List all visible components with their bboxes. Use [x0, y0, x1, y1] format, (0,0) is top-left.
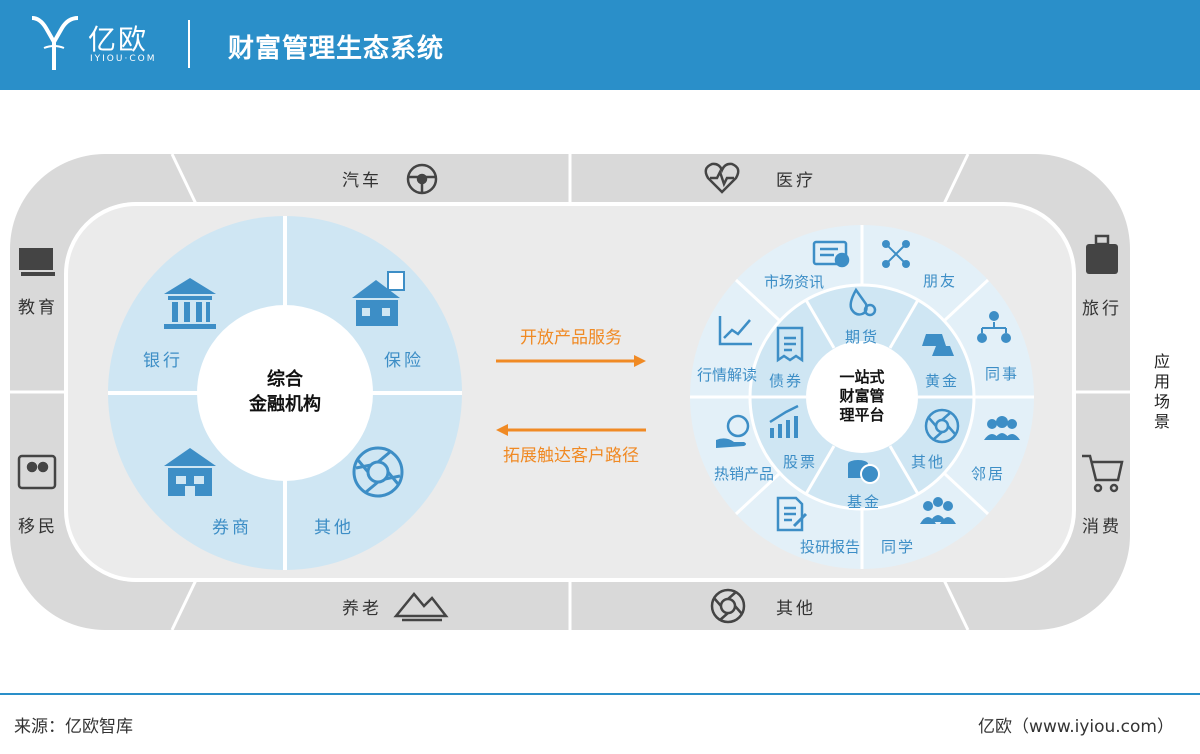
brokerage-building-icon — [164, 448, 216, 496]
hot-products-hand-icon — [716, 414, 750, 448]
segment-label-brokerage: 券商 — [212, 518, 252, 538]
left-center-line1: 综合 — [267, 368, 304, 390]
inner-label-bond: 债券 — [769, 372, 803, 390]
classmates-group-icon — [920, 497, 956, 524]
application-scenes-label: 应用场景 — [1154, 352, 1171, 432]
aperture-icon-left — [352, 446, 404, 498]
heart-pulse-icon — [704, 162, 740, 194]
arrow-label-expand-reach: 拓展触达客户路径 — [503, 446, 639, 466]
fund-coins-icon — [848, 460, 880, 484]
scene-label-medical: 医疗 — [776, 171, 816, 191]
scene-label-consumption: 消费 — [1082, 517, 1122, 537]
inner-label-other-right: 其他 — [911, 453, 945, 471]
colleagues-org-icon — [977, 311, 1011, 343]
education-icon — [19, 248, 55, 276]
segment-label-insurance: 保险 — [384, 351, 424, 371]
ecosystem-diagram: 汽车 医疗 养老 其他 教育 移民 旅行 消费 综合 金融机构 — [10, 153, 1130, 631]
right-center-line3: 理平台 — [839, 406, 884, 424]
source-note: 来源：亿欧智库 — [14, 717, 133, 737]
aperture-icon-right — [924, 408, 960, 444]
application-scenes-text: 应用场景 — [1154, 352, 1171, 431]
frame-separators — [10, 153, 1130, 631]
immigration-icon — [17, 454, 57, 490]
inner-label-gold: 黄金 — [925, 372, 959, 390]
arrow-left-icon — [496, 424, 646, 436]
wealth-platform-wheel: 一站式 财富管 理平台 期货 黄金 其他 基金 股票 债券 — [690, 225, 1034, 569]
outer-label-research-reports: 投研报告 — [800, 538, 860, 556]
scene-label-education: 教育 — [18, 298, 58, 318]
scene-label-car: 汽车 — [342, 171, 382, 191]
outer-label-hot-products: 热销产品 — [714, 465, 774, 483]
right-wheel-inner-dividers — [750, 299, 974, 495]
financial-institutions-wheel: 综合 金融机构 银行 保险 券商 其他 — [108, 216, 462, 570]
mountain-icon — [393, 592, 449, 622]
left-wheel-center — [197, 305, 373, 481]
right-center-line1: 一站式 — [839, 368, 884, 386]
arrow-right-icon — [496, 355, 646, 367]
inner-label-stock: 股票 — [783, 453, 817, 471]
market-news-ticket-icon — [812, 240, 850, 268]
right-center-line2: 财富管 — [839, 387, 884, 405]
bond-receipt-icon — [776, 326, 804, 363]
stock-chart-arrow-icon — [769, 404, 799, 438]
insurance-house-icon — [352, 271, 405, 326]
scene-label-travel: 旅行 — [1082, 299, 1122, 319]
luggage-icon — [1086, 234, 1118, 274]
segment-label-other-left: 其他 — [314, 518, 354, 538]
market-analysis-chart-icon — [718, 316, 752, 346]
right-wheel-outer-dividers — [690, 225, 1034, 569]
bank-icon — [164, 278, 216, 329]
site-credit: 亿欧（www.iyiou.com） — [978, 717, 1174, 737]
outer-label-colleagues: 同事 — [985, 365, 1019, 383]
left-center-line2: 金融机构 — [248, 393, 321, 415]
research-report-icon — [776, 496, 808, 532]
segment-label-bank: 银行 — [143, 351, 183, 371]
scene-label-immigration: 移民 — [18, 517, 58, 537]
aperture-icon-bottom — [710, 588, 746, 624]
header-divider — [188, 20, 190, 68]
logo-text: 亿欧 — [88, 23, 149, 56]
scene-label-other: 其他 — [776, 599, 816, 619]
arrow-label-open-services: 开放产品服务 — [520, 328, 622, 348]
friends-network-icon — [882, 240, 910, 268]
page-title: 财富管理生态系统 — [228, 34, 445, 64]
footer-divider — [0, 693, 1200, 695]
steering-wheel-icon — [406, 163, 438, 195]
inner-label-fund: 基金 — [847, 493, 881, 511]
outer-label-market-news: 市场资讯 — [764, 273, 824, 291]
inner-label-futures: 期货 — [845, 328, 879, 346]
right-wheel-center — [806, 341, 918, 453]
scene-label-elderly: 养老 — [342, 599, 382, 619]
logo-subtext: IYIOU·COM — [90, 54, 157, 64]
outer-label-classmates: 同学 — [881, 538, 915, 556]
shopping-cart-icon — [1082, 454, 1124, 493]
gold-bars-icon — [922, 334, 954, 356]
logo-icon — [31, 16, 79, 70]
header-bar: 亿欧 IYIOU·COM 财富管理生态系统 — [0, 0, 1200, 90]
outer-label-friends: 朋友 — [923, 272, 957, 290]
outer-label-neighbors: 邻居 — [971, 465, 1005, 483]
neighbors-group-icon — [984, 416, 1020, 440]
outer-label-market-analysis: 行情解读 — [697, 366, 757, 384]
futures-drop-gear-icon — [849, 287, 877, 317]
